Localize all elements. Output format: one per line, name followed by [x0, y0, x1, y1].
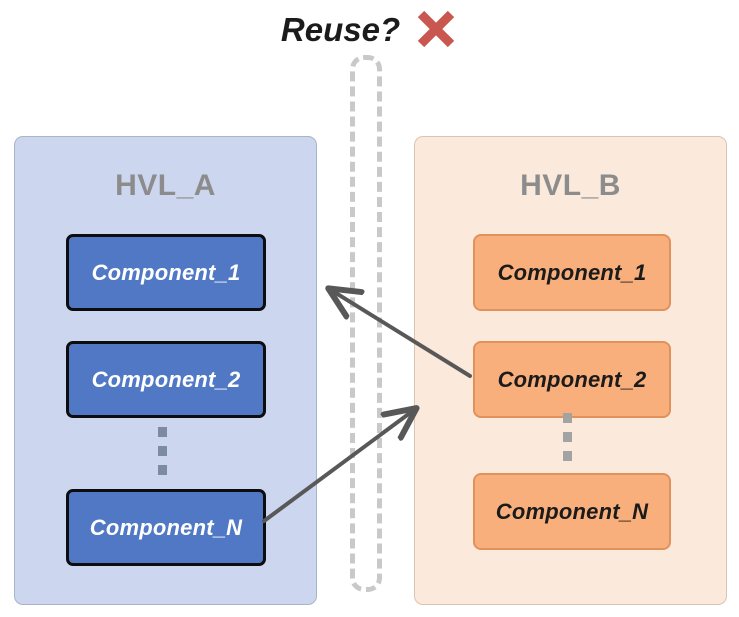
ellipsis-dot — [563, 451, 572, 461]
component-b-n[interactable]: Component_N — [473, 473, 671, 550]
ellipsis-dot — [563, 432, 572, 442]
component-a-1[interactable]: Component_1 — [66, 234, 266, 311]
dashed-separator — [350, 55, 382, 592]
ellipsis-dot — [158, 427, 167, 437]
red-x-icon — [417, 10, 455, 48]
component-b-2[interactable]: Component_2 — [473, 341, 671, 418]
panel-hvl-b: HVL_B Component_1 Component_2 Component_… — [414, 136, 727, 605]
ellipsis-dot — [563, 413, 572, 423]
diagram-title: Reuse? — [0, 4, 739, 54]
panel-title-hvl-a: HVL_A — [115, 169, 216, 202]
ellipsis-dot — [158, 465, 167, 475]
panel-hvl-a: HVL_A Component_1 Component_2 Component_… — [14, 136, 317, 605]
panel-title-hvl-b: HVL_B — [520, 169, 621, 202]
title-label: Reuse? — [280, 10, 401, 48]
component-a-2[interactable]: Component_2 — [66, 341, 266, 418]
ellipsis-dots-a — [158, 427, 167, 475]
component-a-n[interactable]: Component_N — [66, 489, 266, 566]
component-b-1[interactable]: Component_1 — [473, 234, 671, 311]
ellipsis-dots-b — [563, 413, 572, 461]
ellipsis-dot — [158, 446, 167, 456]
